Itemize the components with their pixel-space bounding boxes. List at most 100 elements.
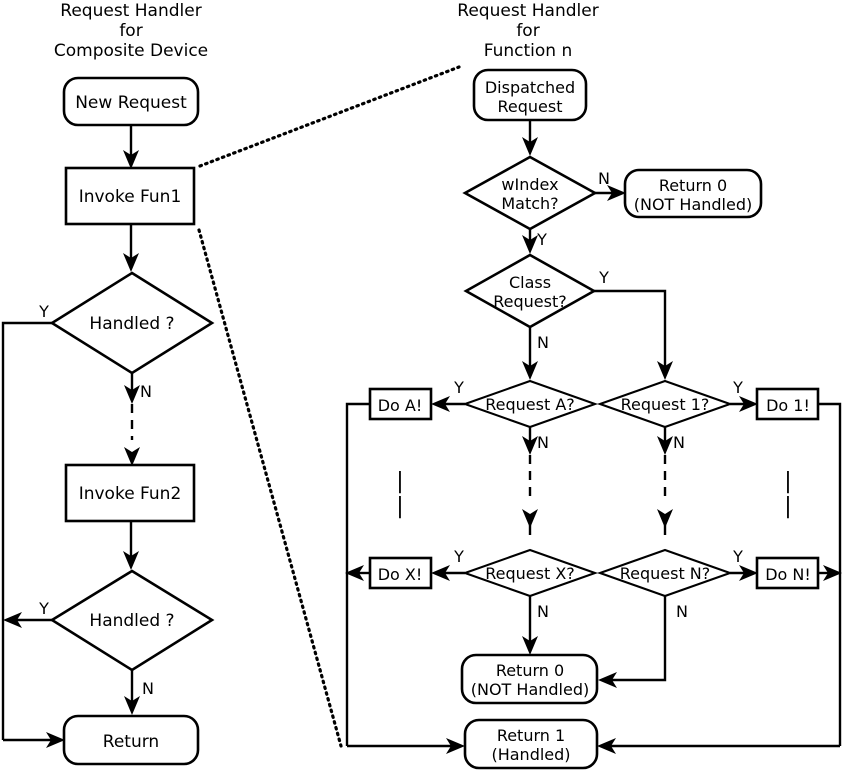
class-request-label-line1: Class: [509, 273, 551, 292]
new-request-label: New Request: [75, 93, 187, 113]
node-windex-match[interactable]: wIndex Match?: [462, 155, 598, 231]
edge-requestn-no-to-return0: [598, 596, 667, 688]
ellipsis-a-mark2: |: [396, 494, 403, 519]
node-handled-2[interactable]: Handled ?: [49, 569, 215, 672]
edge-request1-no-to-requestn: [657, 427, 673, 535]
return0-top-label-line2: (NOT Handled): [634, 195, 752, 214]
return-label: Return: [103, 732, 159, 752]
edge-fun1-to-handled1: [123, 224, 139, 272]
ellipsis-1-mark2: |: [784, 494, 791, 519]
zoom-link-lower-dotted: [197, 228, 343, 748]
node-return[interactable]: Return: [62, 714, 200, 766]
edge-requestn-yes-to-don: [730, 565, 758, 581]
node-invoke-fun2[interactable]: Invoke Fun2: [64, 463, 196, 523]
edge-doa-left-rail: [345, 402, 370, 746]
edge-new-request-to-fun1: [123, 125, 139, 169]
request-x-no-label: N: [537, 602, 549, 621]
invoke-fun1-label: Invoke Fun1: [79, 187, 182, 207]
return0-top-label-line1: Return 0: [659, 176, 727, 195]
node-handled-1[interactable]: Handled ?: [49, 271, 215, 375]
node-return1[interactable]: Return 1 (Handled): [463, 718, 599, 770]
request-x-yes-label: Y: [453, 547, 464, 566]
invoke-fun2-label: Invoke Fun2: [79, 484, 182, 504]
return1-label-line2: (Handled): [491, 745, 570, 764]
invoke-fun1-shape: [64, 166, 196, 226]
edge-class-yes-to-request1: [594, 289, 673, 380]
windex-match-label-line2: Match?: [501, 194, 558, 213]
left-title-line3: Composite Device: [54, 41, 208, 61]
edge-don-to-right-rail: [818, 565, 842, 581]
windex-no-label: N: [598, 169, 610, 188]
return1-label-line1: Return 1: [497, 726, 565, 745]
ellipsis-column-1: | |: [784, 469, 791, 519]
node-request-1[interactable]: Request 1?: [596, 379, 734, 429]
handled-2-label: Handled ?: [89, 611, 174, 631]
edge-handled1-no-to-fun2: [124, 373, 140, 466]
edge-requestx-no-to-return0: [522, 596, 538, 655]
right-title-line1: Request Handler: [457, 1, 598, 21]
edge-left-rail-to-return1: [347, 738, 465, 754]
node-dispatched-request[interactable]: Dispatched Request: [472, 68, 588, 122]
left-title-line1: Request Handler: [60, 1, 201, 21]
node-return0-bottom[interactable]: Return 0 (NOT Handled): [460, 653, 599, 705]
ellipsis-a-mark1: |: [396, 469, 403, 494]
class-request-label-line2: Request?: [493, 292, 566, 311]
node-do-n[interactable]: Do N!: [755, 556, 820, 590]
return0-bottom-label-line2: (NOT Handled): [471, 680, 589, 699]
do-x-label: Do X!: [378, 565, 423, 584]
ellipsis-1-mark1: |: [784, 469, 791, 494]
handled-1-label: Handled ?: [89, 314, 174, 334]
left-title-line2: for: [119, 21, 142, 41]
node-class-request[interactable]: Class Request?: [463, 253, 597, 329]
class-yes-label: Y: [598, 268, 609, 287]
edge-dispatched-to-windex: [522, 120, 538, 156]
do-a-shape: [368, 387, 433, 421]
node-do-1[interactable]: Do 1!: [755, 387, 820, 421]
request-n-no-label: N: [676, 602, 688, 621]
zoom-link-upper-dotted: [198, 65, 461, 168]
node-return0-top[interactable]: Return 0 (NOT Handled): [623, 168, 763, 219]
do-n-shape: [755, 556, 820, 590]
ellipsis-column-a: | |: [396, 469, 403, 519]
handled-2-yes-label: Y: [38, 599, 49, 618]
edge-do1-right-rail: [818, 402, 842, 746]
dispatched-request-label-line1: Dispatched: [485, 78, 575, 97]
right-title-line2: for: [516, 21, 539, 41]
edge-right-rail-to-return1: [597, 738, 840, 754]
request-a-yes-label: Y: [453, 378, 464, 397]
edge-request1-yes-to-do1: [730, 396, 758, 412]
return0-bottom-shape: [460, 653, 599, 705]
node-do-x[interactable]: Do X!: [368, 556, 433, 590]
node-request-x[interactable]: Request X?: [461, 548, 599, 598]
edge-handled2-no-to-return: [124, 670, 140, 715]
edge-handled2-yes-rail: [3, 612, 52, 628]
edge-handled1-yes-rail: [1, 321, 52, 740]
right-title: Request Handler for Function n: [457, 1, 598, 61]
windex-yes-label: Y: [536, 230, 547, 249]
edge-class-no-to-requesta: [522, 327, 538, 380]
do-n-label: Do N!: [765, 565, 811, 584]
edge-fun2-to-handled2: [123, 521, 139, 570]
class-no-label: N: [537, 333, 549, 352]
edge-requesta-yes-to-doa: [431, 396, 465, 412]
edge-dox-to-left-rail: [345, 565, 370, 581]
edge-windex-yes-to-class: [522, 229, 538, 254]
dispatched-request-label-line2: Request: [498, 97, 563, 116]
request-n-yes-label: Y: [732, 547, 743, 566]
node-invoke-fun1[interactable]: Invoke Fun1: [64, 166, 196, 226]
handled-1-yes-label: Y: [38, 302, 49, 321]
request-a-label: Request A?: [485, 395, 575, 414]
node-request-a[interactable]: Request A?: [461, 379, 599, 429]
return1-shape: [463, 718, 599, 770]
handled-1-no-label: N: [140, 382, 152, 401]
request-1-no-label: N: [673, 433, 685, 452]
node-request-n[interactable]: Request N?: [596, 548, 734, 598]
handled-2-no-label: N: [142, 679, 154, 698]
request-1-yes-label: Y: [732, 378, 743, 397]
edge-requestx-yes-to-dox: [431, 565, 465, 581]
node-do-a[interactable]: Do A!: [368, 387, 433, 421]
return0-bottom-label-line1: Return 0: [496, 661, 564, 680]
node-new-request[interactable]: New Request: [62, 76, 200, 127]
